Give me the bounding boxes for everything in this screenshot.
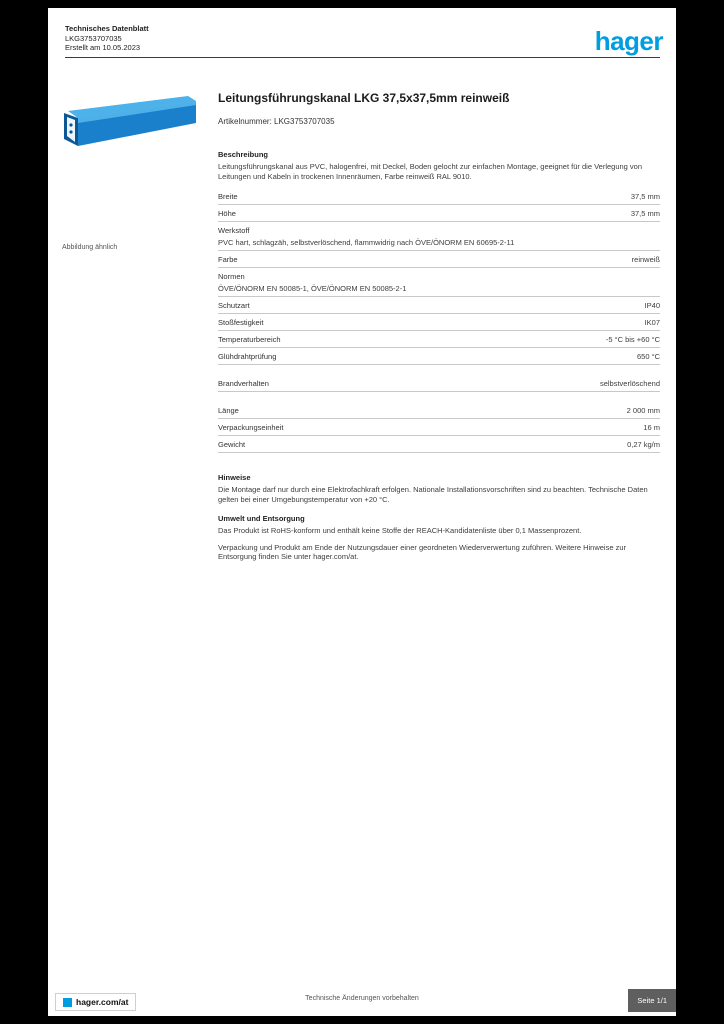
spec-label: Brandverhalten (218, 379, 269, 388)
spec-row: Schutzart IP40 (218, 297, 660, 314)
spec-value: reinweiß (631, 255, 660, 264)
spec-gap (218, 453, 660, 463)
spec-row: Farbe reinweiß (218, 251, 660, 268)
spec-row: Stoßfestigkeit IK07 (218, 314, 660, 331)
footer-note: Technische Änderungen vorbehalten (305, 995, 419, 1002)
spec-label: Schutzart (218, 301, 250, 310)
spec-value: 37,5 mm (630, 209, 660, 218)
doc-title: Technisches Datenblatt (65, 24, 149, 33)
spec-row: Länge 2 000 mm (218, 402, 660, 419)
spec-label: Farbe (218, 255, 238, 264)
footer-site-link[interactable]: hager.com/at (55, 993, 137, 1011)
spec-label: Breite (218, 192, 238, 201)
spec-value: ÖVE/ÖNORM EN 50085-1, ÖVE/ÖNORM EN 50085… (218, 284, 407, 293)
page-number-badge: Seite 1/1 (628, 989, 676, 1012)
spec-paragraph: Das Produkt ist RoHS-konform und enthält… (218, 526, 582, 535)
spec-label: Länge (218, 406, 239, 415)
datasheet-page: Technisches Datenblatt LKG3753707035 Ers… (48, 8, 676, 1016)
product-subtitle: Artikelnummer: LKG3753707035 (218, 117, 335, 126)
product-image (60, 94, 202, 154)
spec-value: selbstverlöschend (599, 379, 660, 388)
product-title: Leitungsführungskanal LKG 37,5x37,5mm re… (218, 91, 510, 105)
doc-date: Erstellt am 10.05.2023 (65, 43, 141, 52)
hager-square-icon (63, 997, 72, 1007)
spec-label: Normen (218, 272, 245, 281)
header-rule (65, 57, 660, 58)
footer-site-text: hager.com/at (76, 997, 129, 1007)
spec-value: 650 °C (636, 352, 660, 361)
spec-label: Werkstoff (218, 226, 250, 235)
spec-value: 16 m (643, 423, 660, 432)
spec-paragraph: Leitungsführungskanal aus PVC, halogenfr… (218, 162, 643, 181)
spec-row: Temperaturbereich -5 °C bis +60 °C (218, 331, 660, 348)
spec-section-heading: Umwelt und Entsorgung (218, 514, 305, 523)
spec-label: Temperaturbereich (218, 335, 281, 344)
spec-value: 37,5 mm (630, 192, 660, 201)
image-note: Abbildung ähnlich (62, 244, 118, 251)
spec-label: Stoßfestigkeit (218, 318, 264, 327)
product-details: Leitungsführungskanal LKG 37,5x37,5mm re… (218, 92, 660, 569)
hager-logo: hager (594, 26, 664, 56)
spec-value: 0,27 kg/m (627, 440, 660, 449)
spec-paragraph: Die Montage darf nur durch eine Elektrof… (218, 485, 648, 504)
spec-paragraph: Verpackung und Produkt am Ende der Nutzu… (218, 542, 627, 562)
spec-value: PVC hart, schlagzäh, selbstverlöschend, … (218, 238, 515, 247)
spec-value: IK07 (644, 318, 660, 327)
spec-value: -5 °C bis +60 °C (605, 335, 660, 344)
spec-value: IP40 (644, 301, 660, 310)
spec-gap (218, 365, 660, 375)
spec-row: Gewicht 0,27 kg/m (218, 436, 660, 453)
spec-label: Verpackungseinheit (218, 423, 284, 432)
spec-label: Höhe (218, 209, 236, 218)
doc-meta: Technisches Datenblatt LKG3753707035 Ers… (65, 24, 149, 53)
spec-row: Höhe 37,5 mm (218, 205, 660, 222)
spec-section-heading: Hinweise (218, 473, 251, 482)
spec-section-heading: Beschreibung (218, 150, 269, 159)
trunking-illustration (64, 96, 196, 146)
spec-value: 2 000 mm (626, 406, 660, 415)
spec-gap (218, 392, 660, 402)
spec-row: Brandverhalten selbstverlöschend (218, 375, 660, 392)
spec-label: Glühdrahtprüfung (218, 352, 277, 361)
spec-row: Verpackungseinheit 16 m (218, 419, 660, 436)
spec-label: Gewicht (218, 440, 246, 449)
doc-article-number: LKG3753707035 (65, 33, 122, 43)
spec-row: Breite 37,5 mm (218, 188, 660, 205)
spec-row: Glühdrahtprüfung 650 °C (218, 348, 660, 365)
